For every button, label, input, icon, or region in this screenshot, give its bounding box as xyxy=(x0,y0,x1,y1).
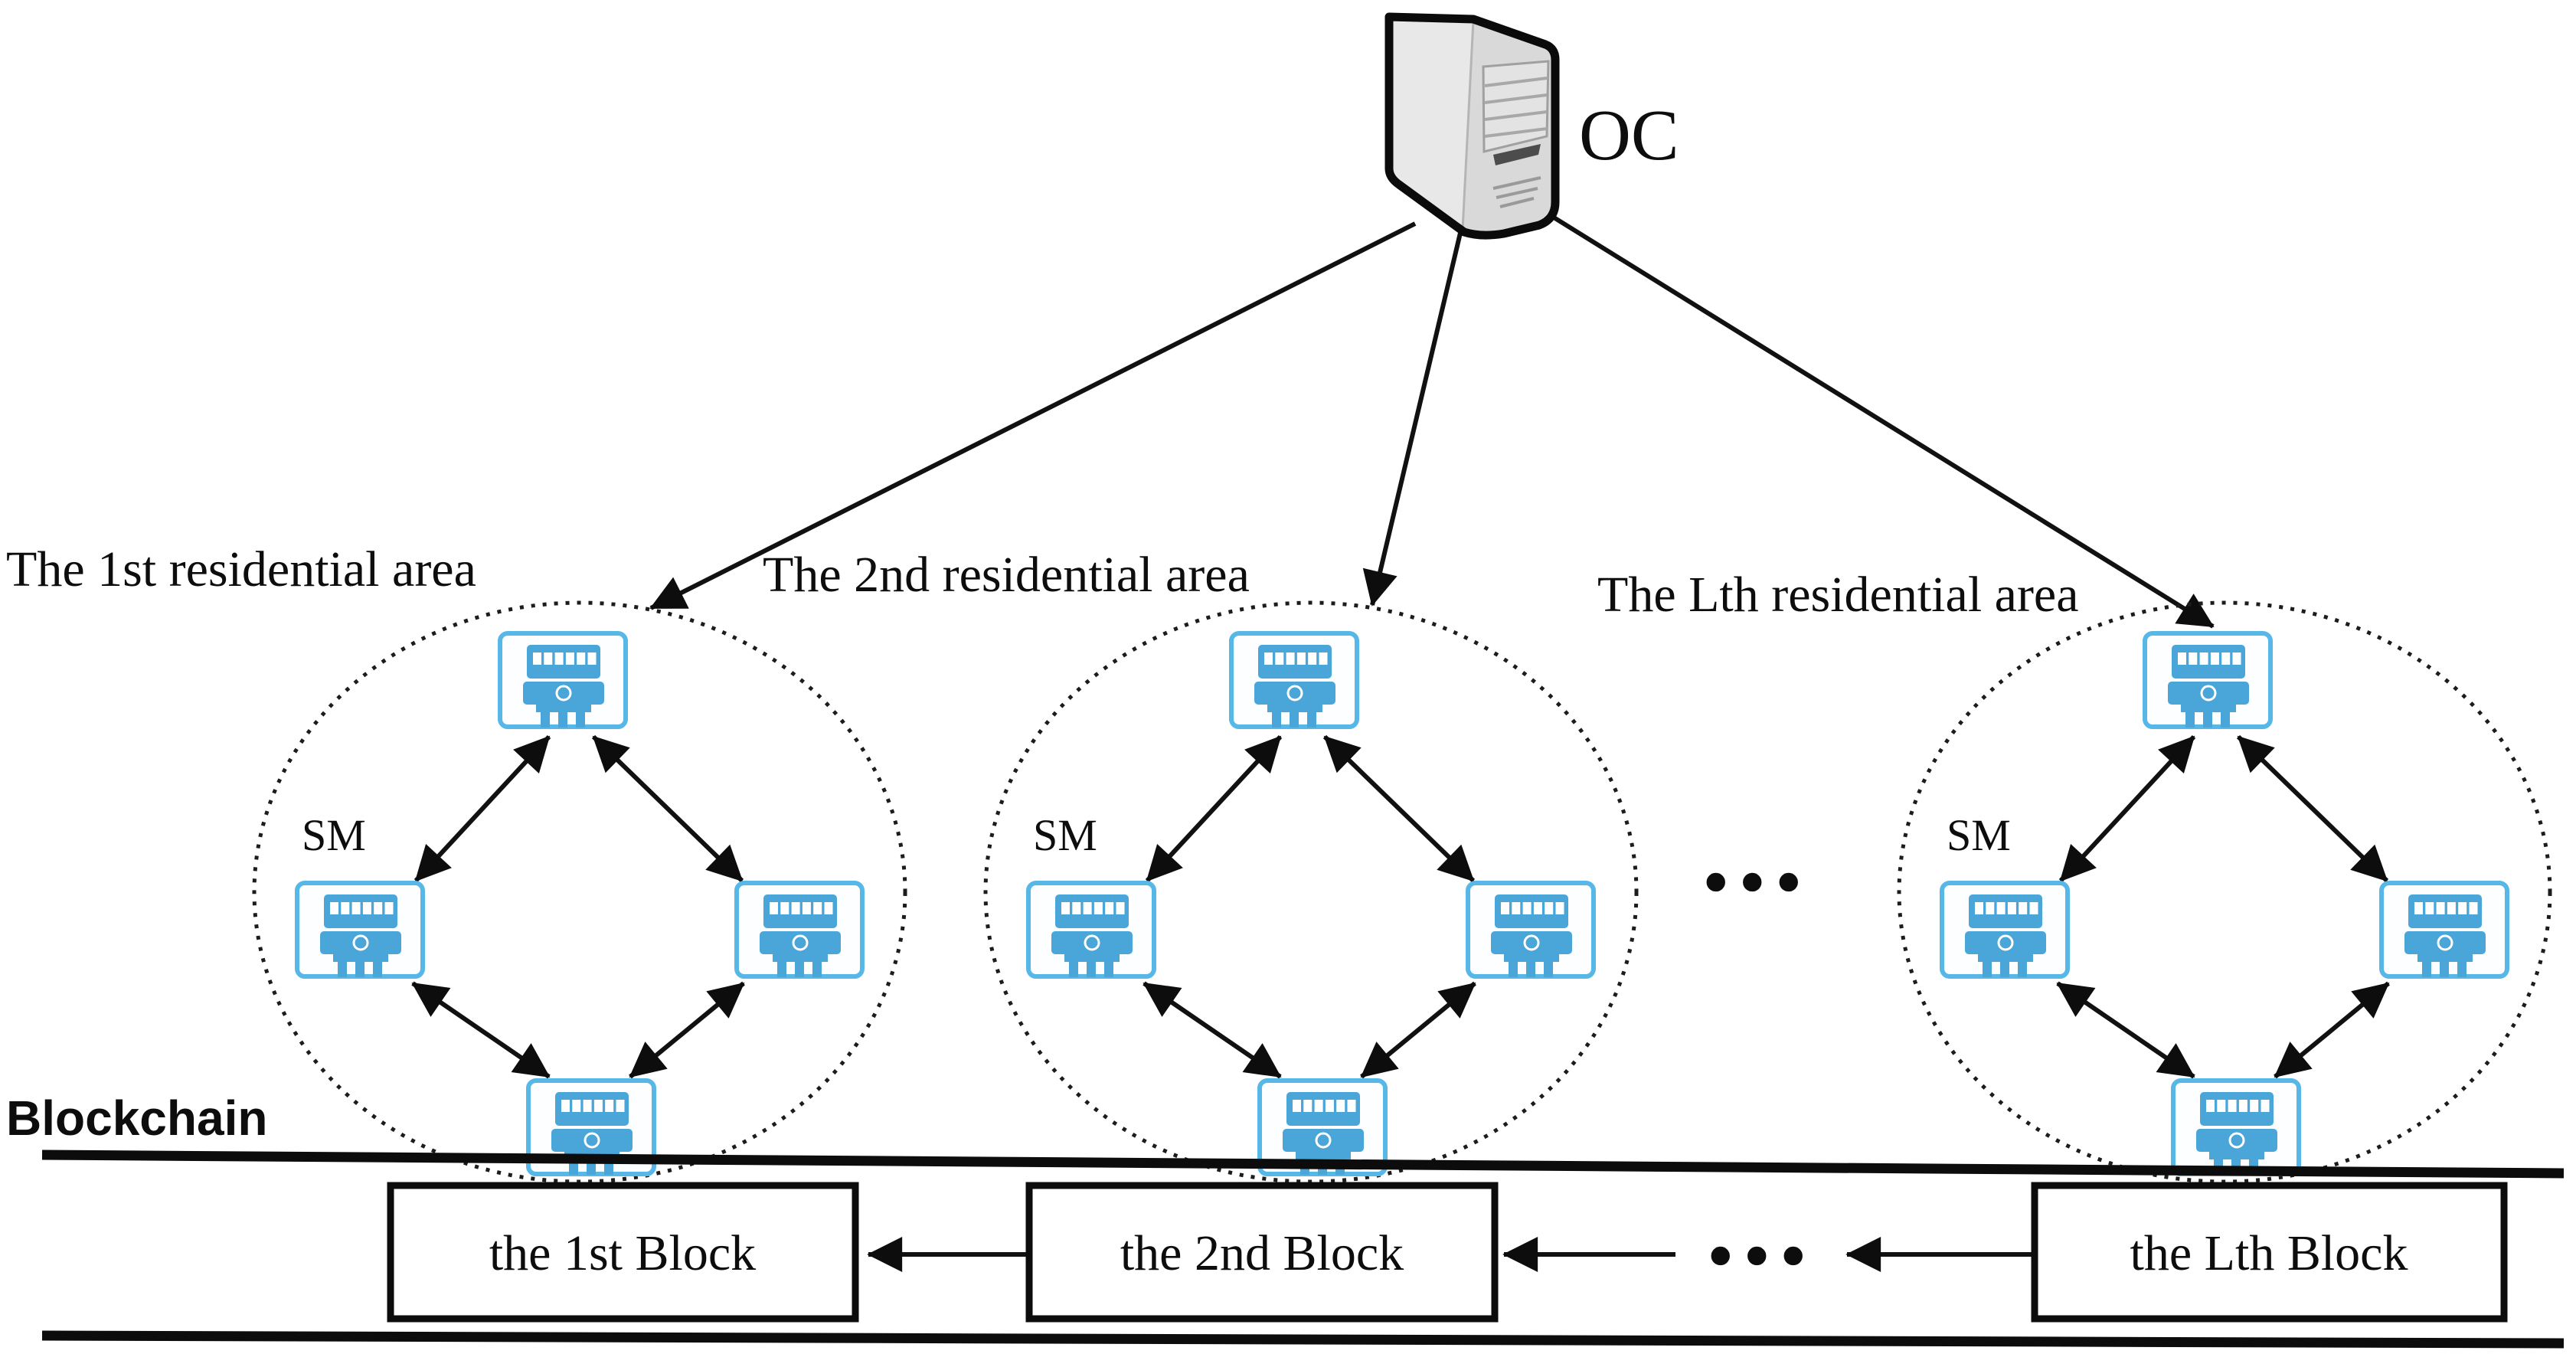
sm-label: SM xyxy=(302,810,366,860)
meter-link-arrow xyxy=(1145,734,1283,883)
residential-area-2: The 2nd residential area SM xyxy=(763,547,1639,1184)
oc-to-area-arrows xyxy=(649,214,2215,629)
residential-area-l: The Lth residential area SM xyxy=(1597,567,2552,1184)
area-boundary-ellipse xyxy=(1897,600,2552,1184)
block-2: the 2nd Block xyxy=(1025,1182,1499,1323)
meter-link-arrow xyxy=(2058,734,2196,883)
oc-server-icon xyxy=(1384,12,1560,240)
block-label: the 2nd Block xyxy=(1120,1225,1404,1281)
meter-link-arrows xyxy=(411,734,745,1079)
meter-link-arrow xyxy=(411,981,551,1079)
block-1: the 1st Block xyxy=(387,1182,859,1323)
meter-link-arrow xyxy=(629,981,745,1079)
block-label: the 1st Block xyxy=(489,1225,756,1281)
server-drive-slot xyxy=(1493,144,1541,165)
smart-meter-icon xyxy=(2145,633,2270,728)
area-boundary-ellipse xyxy=(983,600,1639,1184)
block-label: the Lth Block xyxy=(2130,1225,2408,1281)
smart-meter-icon xyxy=(1028,883,1154,977)
area-boundary-ellipse xyxy=(252,600,907,1184)
sm-label: SM xyxy=(1947,810,2011,860)
block-l: the Lth Block xyxy=(2031,1182,2508,1323)
arrow-oc-to-area-1 xyxy=(649,221,1417,610)
residential-area-1: The 1st residential area SM xyxy=(6,541,907,1184)
arrow-oc-to-area-2 xyxy=(1362,229,1463,607)
blockchain-rail-bottom xyxy=(41,1330,2565,1349)
meter-link-arrows xyxy=(2056,734,2390,1079)
area-label: The 2nd residential area xyxy=(763,547,1250,603)
blockchain-label: Blockchain xyxy=(6,1091,267,1146)
smart-meter-icon xyxy=(737,883,862,977)
server-silhouette-outline xyxy=(1384,12,1560,240)
area-label: The 1st residential area xyxy=(6,541,476,597)
meter-link-arrow xyxy=(2056,981,2195,1079)
meter-link-arrow xyxy=(414,734,551,883)
block-box xyxy=(2031,1182,2508,1323)
server-vent-lines xyxy=(1484,77,1548,138)
smart-meter-icon xyxy=(1942,883,2068,977)
smart-meter-icon xyxy=(1468,883,1594,977)
blockchain-rail-top xyxy=(41,1150,2565,1179)
smart-meter-icon xyxy=(2381,883,2507,977)
meter-link-arrow xyxy=(1143,981,1282,1079)
block-box xyxy=(1025,1182,1499,1323)
block-box xyxy=(387,1182,859,1323)
smart-meter-icon xyxy=(1231,633,1357,728)
oc-label: OC xyxy=(1579,96,1679,175)
server-edge-line xyxy=(1461,20,1475,231)
meter-link-arrow xyxy=(1322,734,1476,883)
server-vent-panel xyxy=(1482,60,1550,153)
sm-label: SM xyxy=(1033,810,1097,860)
blocks-ellipsis: ... xyxy=(1706,1162,1816,1289)
smart-meter-icon xyxy=(500,633,626,728)
meter-link-arrow xyxy=(2236,734,2389,883)
smart-meter-icon xyxy=(297,883,423,977)
arrow-oc-to-area-3 xyxy=(1550,214,2215,629)
server-lower-vents xyxy=(1492,176,1541,208)
meter-link-arrow xyxy=(1360,981,1476,1079)
meter-link-arrow xyxy=(2274,981,2390,1079)
meter-link-arrow xyxy=(591,734,744,883)
area-label: The Lth residential area xyxy=(1597,567,2079,623)
meter-link-arrows xyxy=(1143,734,1476,1079)
areas-ellipsis: ... xyxy=(1702,788,1811,915)
smart-meter-icon xyxy=(2173,1081,2299,1175)
